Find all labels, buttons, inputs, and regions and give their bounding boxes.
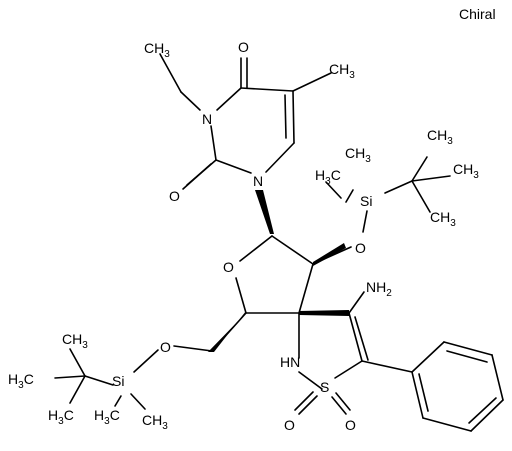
bond-si-upper-o [362,210,368,233]
atom-tbu-upper-c2: CH3 [453,161,479,181]
bond-ph-4 [470,399,504,432]
bond-ph-4-inner [468,397,497,424]
bond-c1p-c2p [271,235,314,265]
bond-c5-c6-double [284,94,287,139]
bond-si-upper-me1 [345,189,354,203]
bond-tbu-upper-c2 [411,175,451,182]
bond-tbu-lower-c3 [69,375,86,404]
wedge-c1p-n1 [255,190,274,234]
bond-n1-c2 [215,159,252,174]
bond-s-o-right-double [335,392,351,411]
bond-c4iso-nh2 [348,291,365,314]
bond-si-upper-me2 [325,181,342,199]
atom-o-sulfonyl-left: O [284,417,295,433]
bond-tbu-lower-c1 [69,348,86,377]
atom-s: S [320,379,329,395]
wedge-c4p-ch2 [208,311,246,352]
atom-si-upper-me1: CH3 [345,145,371,165]
bond-s-o-left [298,395,318,415]
bond-layer [54,53,504,432]
bond-c4p-oring [235,277,247,314]
atom-o4: O [238,39,249,55]
chirality-label: Chiral [459,6,496,22]
atom-si-lower-me2: H3C [94,407,120,427]
bond-c5iso-phenyl [361,360,413,373]
bond-si-upper-tbu [384,180,413,194]
bond-oring-c1p [239,235,273,262]
bond-si-lower-tbu [84,375,114,386]
atom-ch3-methyl: CH3 [329,61,355,81]
bond-ph-2-inner [446,350,488,363]
bond-c4-c5 [240,87,294,92]
bond-n3-c4 [216,87,242,111]
bond-c4iso-c5iso-double [354,316,369,361]
bond-ph-6-inner [418,373,429,412]
bond-c2p-c3p [298,263,314,314]
atom-o-ring: O [223,259,234,275]
bond-c6-n1 [265,142,295,173]
bond-c2-n3 [210,125,217,161]
wedge-layer [208,190,349,352]
atom-tbu-upper-c3: CH3 [430,209,456,229]
bond-tbu-lower-c2 [54,375,86,379]
bond-tbu-upper-c3 [411,180,431,213]
atom-tbu-lower-c1: CH3 [62,331,88,351]
bond-ethyl-ch2-ch3 [159,53,182,93]
bond-ethyl-ch2-n3 [180,91,201,111]
atom-n3: N [202,111,212,127]
bond-c2-o2-double [182,163,212,190]
bond-si-lower-me1 [130,393,146,410]
bond-ph-6 [411,371,424,419]
atom-si-upper: Si [360,193,372,209]
label-layer: Chiral CH3 N O CH3 O N O O Si CH3 H3C CH… [8,6,496,433]
bond-c5-c6 [292,90,295,144]
bond-ph-2 [443,341,493,356]
atom-ch3-ethyl: CH3 [144,40,170,60]
bond-c5-methyl [292,72,332,92]
bond-s-o-left-double [294,391,314,411]
bond-c5iso-s [334,360,363,379]
bond-o-si-lower [133,349,159,373]
atom-o-sulfonyl-right: O [345,417,356,433]
bond-s-n [298,371,323,390]
bond-si-lower-me2 [114,395,122,407]
bond-c4iso-c5iso [348,312,363,362]
atom-tbu-lower-c3: H3C [48,407,74,427]
atom-si-lower-me1: CH3 [142,412,168,432]
atom-n1: N [253,173,263,189]
atom-nh: HN [280,354,300,370]
bond-ph-1 [411,341,445,373]
atom-o2: O [169,188,180,204]
bond-s-o-right [331,396,347,415]
atom-tbu-lower-c2: H3C [8,371,34,391]
atom-nh2: NH2 [366,279,392,299]
atom-si-lower: Si [112,373,124,389]
bond-ph-5 [422,417,472,432]
atom-tbu-upper-c1: CH3 [427,127,453,147]
bond-ph-3 [491,354,504,401]
wedge-c3p-c4iso [299,310,349,316]
wedge-c2p-o [313,243,346,266]
atom-o-silyl-lower: O [160,339,171,355]
bond-ch2-o [173,345,213,352]
bond-tbu-upper-c1 [411,156,428,182]
atom-o-silyl-upper: O [355,240,366,256]
atom-si-upper-me2: H3C [315,167,341,187]
